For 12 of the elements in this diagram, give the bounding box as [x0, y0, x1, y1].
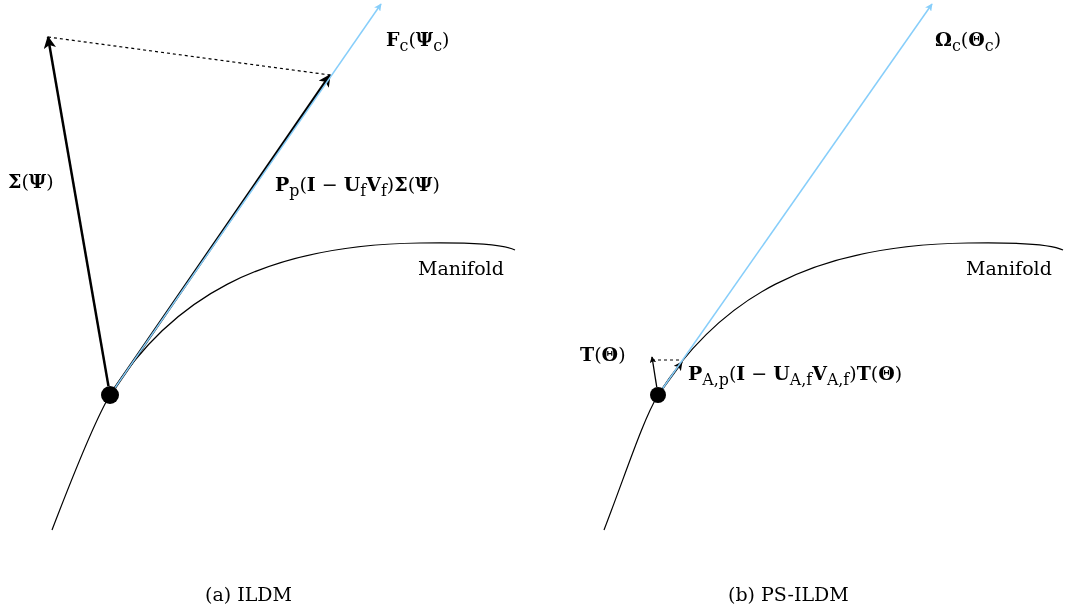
point-marker — [650, 387, 666, 403]
curve-label: Manifold — [966, 257, 1052, 280]
vector-label: T(Θ) — [580, 343, 626, 366]
vector-label: P$_{p}$(I − U$_{f}$V$_{f}$)Σ(Ψ) — [275, 173, 440, 200]
vector-label: P$_{A,p}$(I − U$_{A,f}$V$_{A,f}$)T(Θ) — [688, 362, 903, 389]
point-marker — [101, 386, 119, 404]
vector-label: Ω$_{c}$(Θ$_{c}$) — [935, 28, 1002, 55]
panel-caption: (a) ILDM — [205, 583, 292, 606]
vector-label: F$_{c}$(Ψ$_{c}$) — [386, 28, 450, 55]
panel-caption: (b) PS-ILDM — [728, 583, 849, 606]
curve-label: Manifold — [418, 257, 504, 280]
vector-label: Σ(Ψ) — [8, 170, 54, 193]
